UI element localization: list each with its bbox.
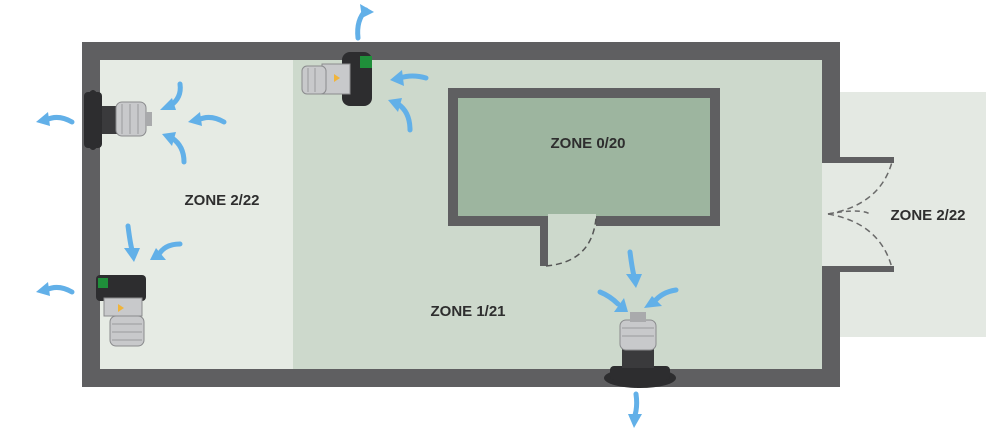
right-door-swing-bottom: [827, 213, 893, 269]
airflow-arrow-icon: [162, 132, 187, 165]
airflow-arrow-icon: [390, 70, 429, 86]
airflow-arrow-icon: [626, 249, 642, 288]
door-jamb-bottom: [822, 266, 894, 272]
airflow-arrow-icon: [124, 223, 140, 262]
right-door-swing-top-outer: [827, 210, 871, 215]
zone-0-door-gap: [548, 214, 596, 228]
zone-0-area: [458, 98, 710, 216]
atex-centrifugal-fan-icon: [96, 275, 146, 347]
airflow-arrow-icon: [628, 391, 642, 428]
door-jamb-top: [822, 157, 894, 163]
airflow-arrow-icon: [644, 287, 679, 308]
zone-0-door-jamb: [540, 216, 548, 266]
atex-centrifugal-fan-icon: [301, 52, 372, 106]
airflow-arrow-icon: [36, 112, 75, 126]
outside-zone-area: [838, 92, 986, 337]
airflow-arrow-icon: [36, 282, 75, 296]
airflow-arrow-icon: [188, 112, 227, 126]
zone-label-2-22-inside: ZONE 2/22: [184, 192, 259, 209]
atex-centrifugal-fan-icon: [604, 312, 676, 388]
atex-centrifugal-fan-icon: [84, 90, 152, 150]
airflow-arrow-icon: [355, 4, 374, 41]
airflow-arrow-icon: [160, 81, 183, 110]
zone-label-0-20: ZONE 0/20: [550, 135, 625, 152]
zone-label-1-21: ZONE 1/21: [430, 303, 505, 320]
airflow-arrow-icon: [388, 98, 413, 133]
zone-label-2-22-outside: ZONE 2/22: [890, 207, 965, 224]
airflow-arrow-icon: [150, 241, 183, 260]
airflow-arrow-icon: [597, 289, 628, 312]
